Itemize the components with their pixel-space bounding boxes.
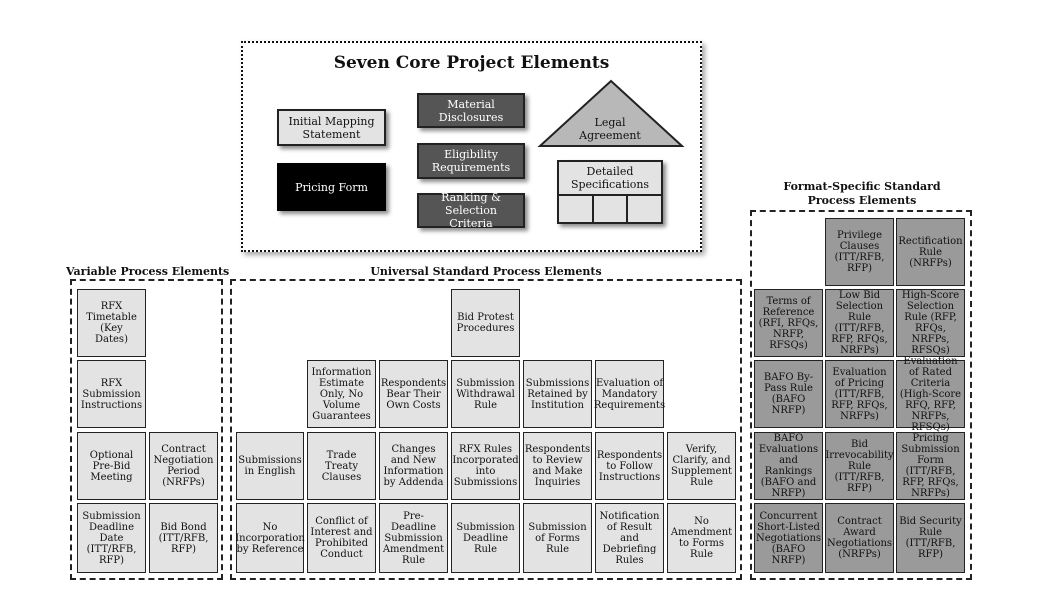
universal-elements-panel	[230, 279, 742, 580]
material-disclosures: Material Disclosures	[417, 93, 525, 128]
legal-agreement-roof	[537, 79, 685, 147]
format-low-bid-selection: Low Bid Selection Rule (ITT/RFB, RFP, RF…	[825, 289, 894, 357]
format-bid-irrevocability: Bid Irrevocability Rule (ITT/RFB, RFP)	[825, 432, 894, 500]
bid-protest-procedures: Bid Protest Procedures	[451, 289, 520, 357]
submission-deadline-date: Submission Deadline Date (ITT/RFB, RFP)	[77, 503, 146, 573]
detailed-specifications: Detailed Specifications	[557, 160, 663, 224]
universal-r1-mandatory-requirements: Evaluation of Mandatory Requirements	[594, 360, 665, 428]
eligibility-requirements: Eligibility Requirements	[417, 143, 525, 179]
ranking-selection-criteria: Ranking & Selection Criteria	[417, 191, 525, 230]
detailed-specifications-label: Detailed Specifications	[570, 165, 650, 191]
format-elements-title-line1: Format-Specific Standard	[783, 180, 941, 193]
universal-r3-no-amendment-forms: No Amendment to Forms Rule	[667, 503, 736, 573]
format-elements-title-line2: Process Elements	[807, 194, 917, 207]
spec-cell	[559, 196, 594, 224]
core-elements-title: Seven Core Project Elements	[333, 53, 610, 73]
spec-cell	[594, 196, 629, 224]
contract-negotiation-period: Contract Negotiation Period (NRFPs)	[149, 432, 218, 500]
universal-r3-notification-debriefing: Notification of Result and Debriefing Ru…	[595, 503, 664, 573]
universal-r2-verify-clarify: Verify, Clarify, and Supplement Rule	[667, 432, 736, 500]
initial-mapping-statement: Initial Mapping Statement	[277, 109, 386, 146]
universal-r1-information-estimate: Information Estimate Only, No Volume Gua…	[307, 360, 376, 428]
legal-agreement-label: Legal Agreement	[579, 116, 641, 142]
format-bafo-evaluations: BAFO Evaluations and Rankings (BAFO and …	[754, 432, 823, 500]
universal-r2-rfx-rules: RFX Rules Incorporated into Submissions	[451, 432, 520, 500]
universal-elements-title: Universal Standard Process Elements	[370, 265, 602, 278]
format-elements-panel	[750, 210, 972, 580]
format-terms-of-reference: Terms of Reference (RFI, RFQs, NRFP, RFS…	[754, 289, 823, 357]
pricing-form: Pricing Form	[277, 163, 386, 211]
spec-cell	[628, 196, 661, 224]
universal-r2-submissions-english: Submissions in English	[236, 432, 304, 500]
universal-r1-submissions-retained: Submissions Retained by Institution	[523, 360, 592, 428]
variable-elements-panel	[70, 279, 223, 580]
universal-r3-no-incorporation: No Incorporation by Reference	[235, 503, 305, 573]
format-rectification-rule: Rectification Rule (NRFPs)	[896, 218, 965, 286]
universal-r2-changes-addenda: Changes and New Information by Addenda	[379, 432, 448, 500]
format-pricing-submission-form: Pricing Submission Form (ITT/RFB, RFP, R…	[896, 432, 965, 500]
universal-r2-review-inquiries: Respondents to Review and Make Inquiries	[523, 432, 592, 500]
bid-bond: Bid Bond (ITT/RFB, RFP)	[149, 503, 218, 573]
optional-pre-bid-meeting: Optional Pre-Bid Meeting	[77, 432, 146, 500]
rfx-submission-instructions: RFX Submission Instructions	[77, 360, 146, 428]
universal-r3-submission-deadline: Submission Deadline Rule	[451, 503, 520, 573]
universal-r1-submission-withdrawal: Submission Withdrawal Rule	[451, 360, 520, 428]
format-concurrent-negotiations: Concurrent Short-Listed Negotiations (BA…	[754, 503, 823, 573]
rfx-timetable: RFX Timetable (Key Dates)	[77, 289, 146, 357]
specification-cells	[559, 194, 661, 224]
universal-r2-follow-instructions: Respondents to Follow Instructions	[595, 432, 664, 500]
universal-r3-submission-forms: Submission of Forms Rule	[523, 503, 592, 573]
format-contract-award-negotiations: Contract Award Negotiations (NRFPs)	[825, 503, 894, 573]
format-evaluation-pricing: Evaluation of Pricing (ITT/RFB, RFP, RFQ…	[825, 360, 894, 428]
format-high-score-selection: High-Score Selection Rule (RFP, RFQs, NR…	[896, 289, 965, 357]
variable-elements-title: Variable Process Elements	[66, 265, 230, 278]
format-privilege-clauses: Privilege Clauses (ITT/RFB, RFP)	[825, 218, 894, 286]
format-bafo-bypass: BAFO By-Pass Rule (BAFO NRFP)	[754, 360, 823, 428]
format-evaluation-rated-criteria: Evaluation of Rated Criteria (High-Score…	[896, 356, 965, 433]
format-bid-security-rule: Bid Security Rule (ITT/RFB, RFP)	[896, 503, 965, 573]
universal-r3-pre-deadline-amendment: Pre-Deadline Submission Amendment Rule	[379, 503, 448, 573]
universal-r2-trade-treaty: Trade Treaty Clauses	[307, 432, 376, 500]
universal-r1-respondents-costs: Respondents Bear Their Own Costs	[379, 360, 448, 428]
universal-r3-conflict-interest: Conflict of Interest and Prohibited Cond…	[307, 503, 376, 573]
